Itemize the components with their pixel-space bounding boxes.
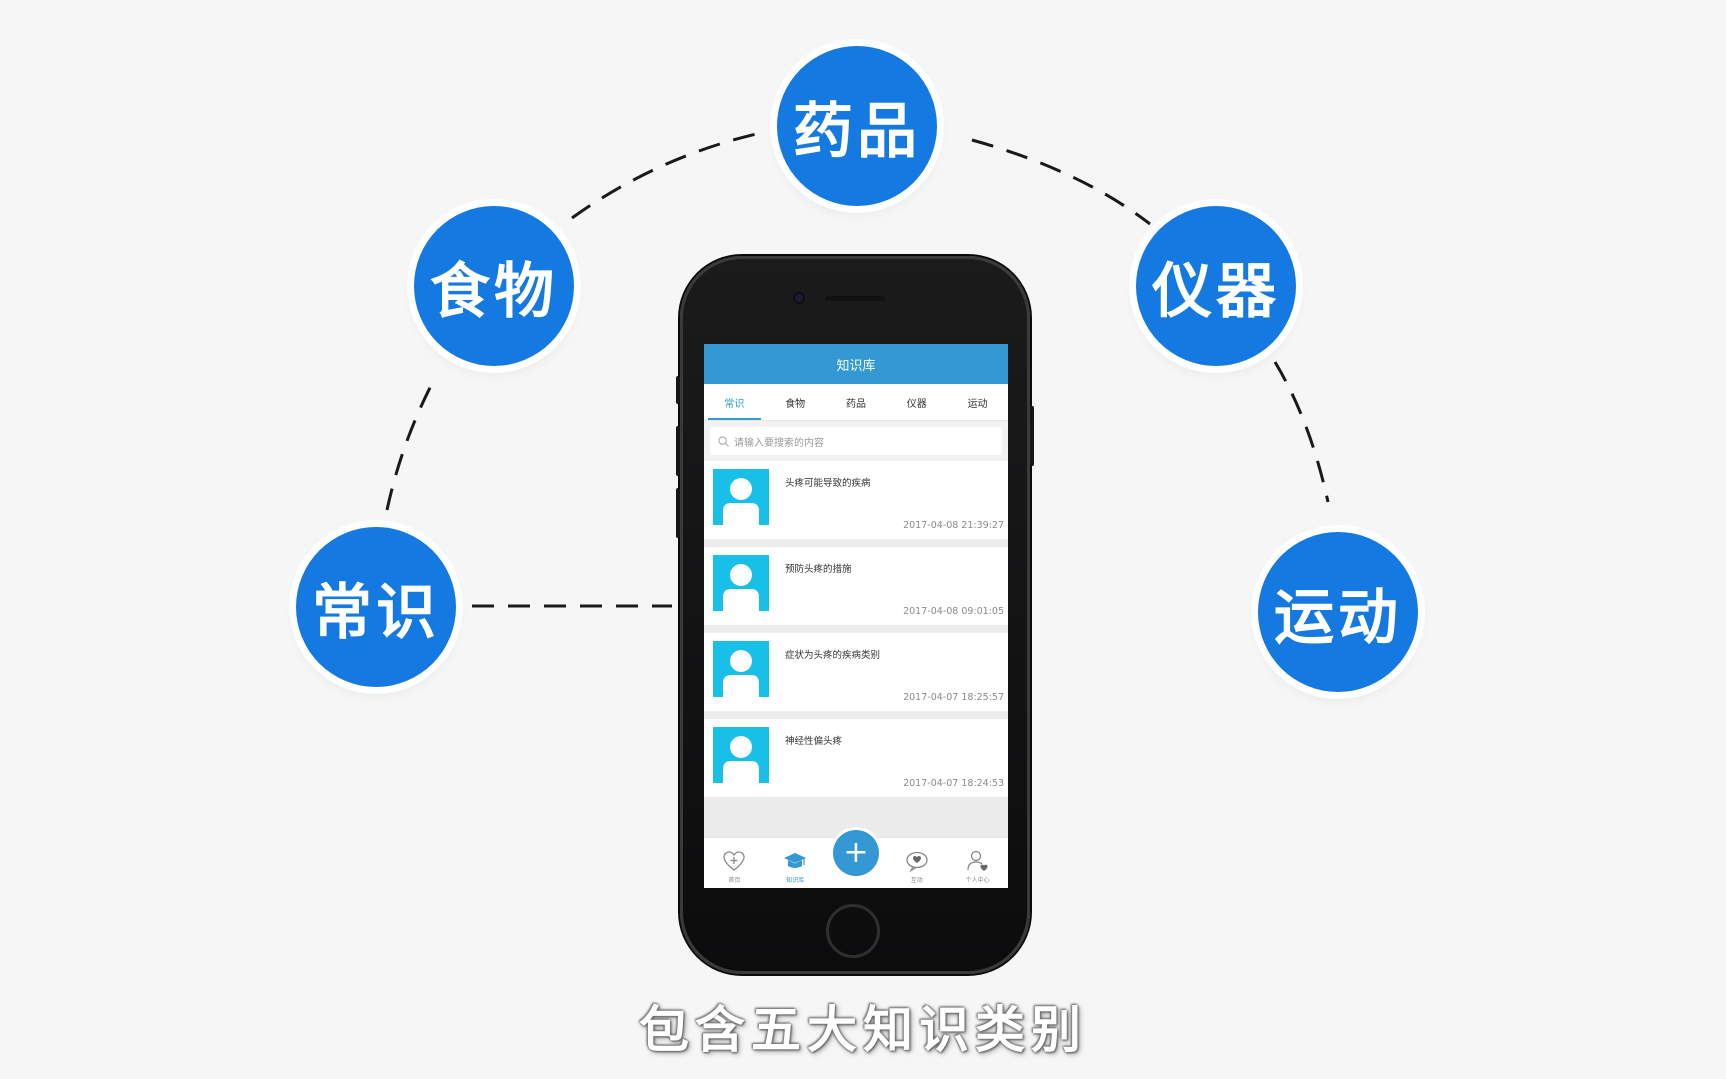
- avatar: [713, 641, 769, 697]
- connector-food-medicine: [571, 130, 766, 220]
- tabbar-profile[interactable]: 个人中心: [947, 838, 1008, 888]
- item-title: 症状为头疼的疾病类别: [785, 650, 881, 661]
- article-list: 头疼可能导致的疾病 2017-04-08 21:39:27 预防头疼的措施 20…: [704, 461, 1008, 797]
- phone-volume-down: [676, 488, 680, 538]
- avatar: [713, 469, 769, 525]
- user-avatar-icon: [723, 478, 759, 525]
- bubble-exercise-label: 运动: [1274, 582, 1402, 653]
- item-title: 头疼可能导致的疾病: [785, 478, 871, 489]
- phone-volume-up: [676, 426, 680, 476]
- bubble-medicine-label: 药品: [793, 96, 921, 167]
- bubble-instrument-label: 仪器: [1152, 256, 1280, 327]
- graduation-cap-icon: [784, 853, 807, 868]
- bubble-food: 食物: [414, 206, 574, 366]
- add-button[interactable]: +: [832, 830, 879, 876]
- user-avatar-icon: [723, 564, 759, 611]
- phone-camera: [795, 294, 803, 302]
- bubble-food-label: 食物: [430, 256, 558, 327]
- search-bar: 请输入要搜索的内容: [704, 421, 1008, 461]
- connector-instrument-exercise: [1273, 361, 1330, 503]
- search-icon: [718, 435, 729, 447]
- tabbar-home[interactable]: 首页: [704, 838, 765, 888]
- app-screen: 知识库 常识 食物 药品 仪器 运动 请输入要搜索的内容: [704, 344, 1008, 888]
- item-time: 2017-04-08 21:39:27: [903, 520, 1004, 531]
- tab-medicine-label: 药品: [845, 398, 866, 410]
- tab-instrument-label: 仪器: [906, 398, 927, 410]
- phone-speaker: [825, 296, 885, 301]
- tabbar-interact[interactable]: 互动: [886, 838, 947, 888]
- connector-medicine-instrument: [971, 138, 1151, 226]
- phone-home-button: [826, 904, 880, 958]
- avatar: [713, 727, 769, 783]
- item-title: 神经性偏头疼: [785, 736, 843, 747]
- avatar: [713, 555, 769, 611]
- tab-food[interactable]: 食物: [765, 384, 826, 420]
- plus-icon: +: [843, 835, 869, 870]
- item-time: 2017-04-07 18:24:53: [903, 778, 1004, 789]
- item-title: 预防头疼的措施: [785, 564, 852, 575]
- search-input[interactable]: 请输入要搜索的内容: [710, 427, 1002, 455]
- bubble-medicine: 药品: [777, 46, 937, 206]
- bubble-instrument: 仪器: [1136, 206, 1296, 366]
- phone-power-button: [1030, 406, 1034, 466]
- bottom-tab-bar: 首页 知识库 + 互动: [704, 830, 1008, 888]
- list-item[interactable]: 预防头疼的措施 2017-04-08 09:01:05: [704, 547, 1008, 625]
- tab-common[interactable]: 常识: [704, 384, 765, 420]
- list-item[interactable]: 神经性偏头疼 2017-04-07 18:24:53: [704, 719, 1008, 797]
- bubble-exercise: 运动: [1258, 532, 1418, 692]
- user-heart-icon: [966, 850, 988, 871]
- item-time: 2017-04-08 09:01:05: [903, 606, 1004, 617]
- tab-common-label: 常识: [724, 398, 745, 410]
- tabbar-knowledge[interactable]: 知识库: [765, 838, 826, 888]
- tabbar-add[interactable]: +: [826, 830, 887, 888]
- user-avatar-icon: [723, 650, 759, 697]
- app-title-bar: 知识库: [704, 344, 1008, 384]
- phone-side-button: [676, 376, 680, 404]
- tab-food-label: 食物: [785, 398, 806, 410]
- user-avatar-icon: [723, 736, 759, 783]
- connector-common-food: [385, 375, 438, 511]
- chat-heart-icon: [906, 851, 928, 873]
- bubble-common: 常识: [296, 527, 456, 687]
- search-placeholder: 请输入要搜索的内容: [734, 437, 824, 449]
- tabbar-knowledge-label: 知识库: [786, 877, 805, 884]
- item-time: 2017-04-07 18:25:57: [903, 692, 1004, 703]
- tab-exercise-label: 运动: [967, 398, 988, 410]
- list-item[interactable]: 症状为头疼的疾病类别 2017-04-07 18:25:57: [704, 633, 1008, 711]
- tabbar-home-label: 首页: [728, 877, 741, 884]
- tab-instrument[interactable]: 仪器: [886, 384, 947, 420]
- heart-plus-icon: [723, 851, 746, 871]
- tab-medicine[interactable]: 药品: [826, 384, 887, 420]
- tab-exercise[interactable]: 运动: [947, 384, 1008, 420]
- phone-mockup: 知识库 常识 食物 药品 仪器 运动 请输入要搜索的内容: [676, 256, 1034, 974]
- tabbar-interact-label: 互动: [910, 877, 923, 884]
- tabbar-profile-label: 个人中心: [965, 877, 990, 884]
- list-item[interactable]: 头疼可能导致的疾病 2017-04-08 21:39:27: [704, 461, 1008, 539]
- bubble-common-label: 常识: [312, 577, 440, 648]
- caption: 包含五大知识类别: [639, 1001, 1087, 1059]
- category-tabs: 常识 食物 药品 仪器 运动: [704, 384, 1008, 421]
- app-title: 知识库: [836, 358, 876, 374]
